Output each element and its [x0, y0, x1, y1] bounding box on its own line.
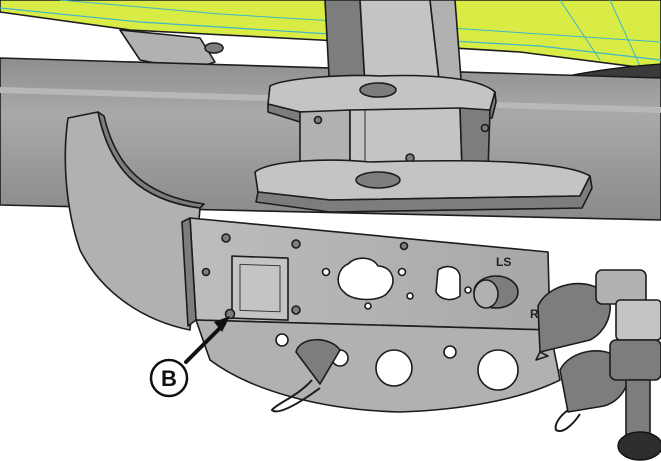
mounting-panel: LS R P — [181, 217, 558, 379]
coupler-cutout — [337, 257, 394, 301]
bracket-web — [299, 107, 491, 173]
skid-hole-3 — [375, 349, 413, 387]
panel-hole-5 — [364, 302, 372, 310]
bracket-bolt — [204, 42, 224, 54]
skid-plate — [195, 319, 561, 413]
callout-b: B — [149, 316, 230, 398]
arrow-icon — [184, 322, 226, 364]
coupler-r-tip — [535, 351, 549, 361]
skid-hole-4 — [477, 349, 519, 391]
panel-hole-1 — [321, 267, 331, 277]
panel-label-r: R — [530, 307, 539, 321]
ls-coupler-face — [473, 279, 499, 309]
panel-hole-4 — [464, 286, 472, 294]
upper-plate-hole — [359, 82, 397, 98]
panel-hole-3 — [406, 292, 414, 300]
coupler-stem — [625, 379, 651, 441]
coupler-block-3 — [609, 339, 661, 381]
callout-label: B — [161, 366, 177, 391]
panel-bolt-6 — [224, 308, 236, 320]
frame-seam — [559, 0, 601, 61]
coupler-cutout-2 — [435, 265, 461, 301]
coupler-block — [595, 269, 647, 305]
panel-bolt-1 — [221, 233, 231, 243]
arrow-head-icon — [214, 316, 230, 332]
dust-cap-left — [270, 338, 341, 413]
coupler-foot — [617, 431, 661, 461]
lower-plate-hole — [355, 171, 401, 189]
dust-cap-left-lanyard — [270, 379, 321, 413]
skid-hole-1 — [275, 333, 289, 347]
panel-bolt-2 — [291, 239, 301, 249]
dust-cap-left-body — [295, 338, 341, 385]
callout-circle — [149, 358, 189, 398]
hydraulic-couplers — [535, 269, 661, 461]
coupler-block-2 — [615, 299, 661, 341]
hook-bracket-inner — [97, 111, 205, 209]
panel-hole-2 — [397, 267, 407, 277]
ls-coupler — [473, 275, 519, 309]
panel-bolt-5 — [399, 241, 409, 251]
web-bolt-2 — [313, 115, 323, 125]
lower-bracket-plate — [254, 159, 593, 213]
panel-label-ls: LS — [496, 255, 511, 269]
vertical-mount-post — [324, 0, 463, 96]
cover-plate-inner — [239, 263, 281, 313]
frame-seam-2 — [609, 0, 641, 67]
cover-plate — [231, 255, 289, 321]
panel-bolt-4 — [291, 305, 301, 315]
web-bolt-3 — [480, 123, 490, 133]
lower-plate-edge — [255, 175, 593, 213]
skid-hole-5 — [443, 345, 457, 359]
lower-plate-top — [254, 159, 591, 201]
panel-bolt-3 — [201, 267, 211, 277]
coupler-p-lanyard — [554, 409, 581, 432]
